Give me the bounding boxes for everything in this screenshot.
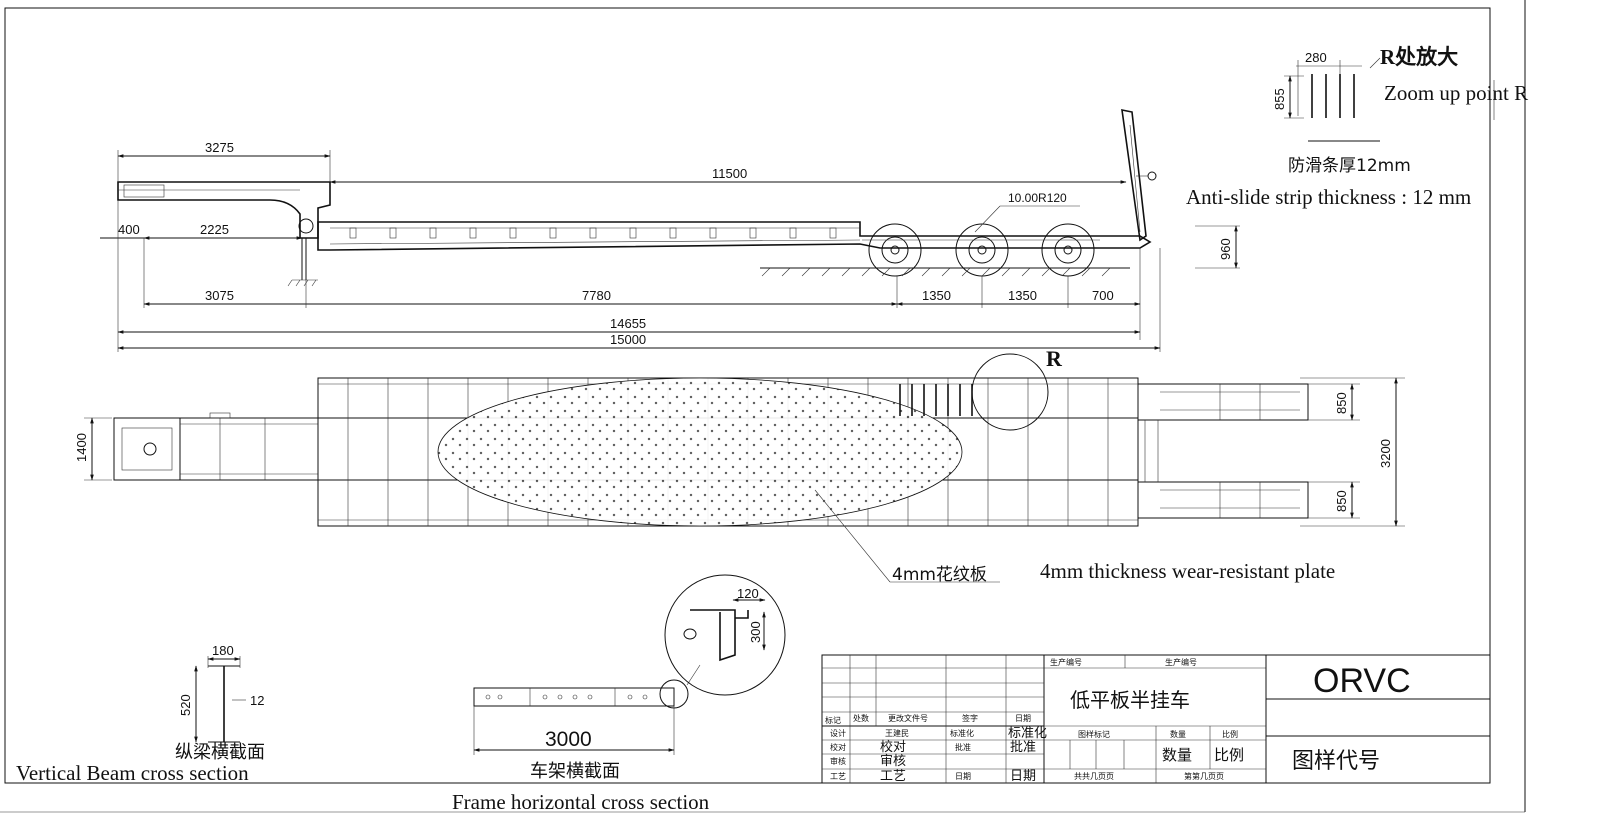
wear-plate-area [437,377,963,527]
plate-label-cn: 4mm花纹板 [892,565,987,585]
tb-std-small: 标准化 [950,728,974,738]
side-view: 3275 11500 10.00R120 400 2225 3075 7780 … [100,108,1240,352]
dim-14655: 14655 [610,316,646,331]
drawing-border [0,0,1526,813]
tb-review: 审核 [830,756,846,766]
plate-label-en: 4mm thickness wear-resistant plate [1040,559,1335,583]
dim-180: 180 [212,643,234,658]
tb-quantity: 数量 [1170,729,1186,739]
dim-520: 520 [178,694,193,716]
dim-120: 120 [737,586,759,601]
tb-place-count: 处数 [853,713,869,723]
strip-thickness-cn: 防滑条厚12mm [1288,156,1411,176]
tb-prod-no-2: 生产编号 [1165,657,1197,667]
tb-date-big: 日期 [1010,769,1036,784]
dim-tire: 10.00R120 [1008,191,1067,205]
dim-1350-b: 1350 [1008,288,1037,303]
tb-review-big: 审核 [880,754,906,769]
beam-caption-en: Vertical Beam cross section [16,761,249,785]
tb-check-big: 校对 [880,739,906,755]
tb-mark: 标记 [825,715,841,725]
tb-check: 校对 [830,742,846,752]
tb-change-doc: 更改文件号 [888,713,928,723]
tb-page-no: 第第几页页 [1184,771,1224,781]
dim-3275: 3275 [205,140,234,155]
tb-process-big: 工艺 [880,769,906,784]
tb-quantity-big: 数量 [1162,746,1192,764]
dim-7780: 7780 [582,288,611,303]
dim-3000: 3000 [545,728,592,751]
dim-850-a: 850 [1334,392,1349,414]
dim-300: 300 [748,621,763,643]
tb-designer: 王建民 [885,728,909,738]
dim-11500: 11500 [712,166,747,181]
detail-r-title: R处放大 [1380,45,1458,69]
dim-15000: 15000 [610,332,646,347]
dim-1350-a: 1350 [922,288,951,303]
dim-12: 12 [250,693,264,708]
frame-section: 3000 车架横截面 Frame horizontal cross sectio… [452,574,786,814]
dim-855: 855 [1272,88,1287,110]
marker-r: R [1046,346,1063,371]
dim-3200: 3200 [1378,439,1393,468]
detail-r: 280 855 R处放大 Zoom up point R 防滑条厚12mm An… [1186,45,1528,209]
tb-pattern-mark: 图样标记 [1078,729,1110,739]
dim-700: 700 [1092,288,1114,303]
tb-design: 设计 [830,728,846,738]
anti-slide-strips [899,384,973,416]
tb-prod-no-1: 生产编号 [1050,657,1082,667]
tb-product-name: 低平板半挂车 [1070,688,1190,712]
detail-r-circle [971,353,1049,431]
tb-company: ORVC [1313,662,1411,700]
tb-signature: 签字 [962,713,978,723]
tb-drawing-code: 图样代号 [1292,749,1380,774]
dim-850-b: 850 [1334,490,1349,512]
tb-std-big: 标准化 [1008,726,1047,741]
dim-400: 400 [118,222,140,237]
tb-total-pages: 共共几页页 [1074,772,1114,781]
dim-1400: 1400 [74,433,89,462]
dim-280: 280 [1305,50,1327,65]
tb-approve-big: 批准 [1010,740,1036,755]
tb-approve-small: 批准 [955,742,971,752]
dim-2225: 2225 [200,222,229,237]
tb-process: 工艺 [830,772,846,781]
deck-stake-pockets [349,227,837,239]
tb-scale: 比例 [1222,729,1238,739]
beam-section: 180 520 12 纵梁横截面 Vertical Beam cross sec… [16,643,265,785]
tb-scale-big: 比例 [1214,746,1244,764]
detail-r-title-en: Zoom up point R [1384,81,1528,105]
frame-caption-cn: 车架横截面 [530,761,620,782]
frame-caption-en: Frame horizontal cross section [452,790,710,814]
title-block: 标记 处数 更改文件号 签字 日期 设计 王建民 标准化 标准化 校对 校对 批… [821,654,1491,784]
dim-960: 960 [1218,238,1233,260]
dim-3075: 3075 [205,288,234,303]
beam-caption-cn: 纵梁横截面 [175,742,265,763]
tb-date-header: 日期 [1015,714,1031,723]
tb-date-small: 日期 [955,772,971,781]
top-view: R 1400 850 850 3200 4mm花纹板 4 [74,346,1405,585]
strip-thickness-en: Anti-slide strip thickness : 12 mm [1186,185,1471,209]
